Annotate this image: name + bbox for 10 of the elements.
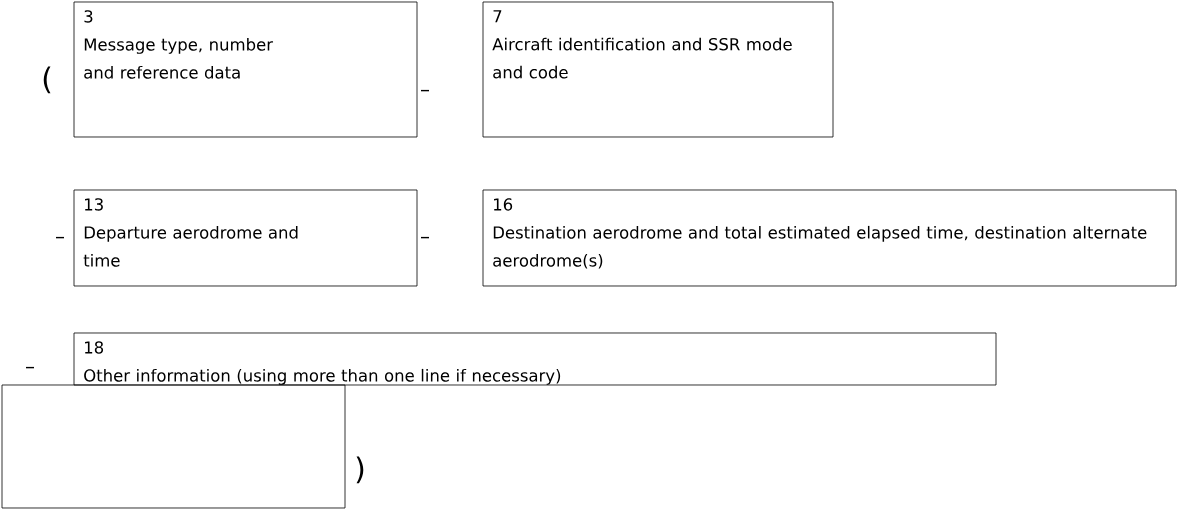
field-box: 16 Destination aerodrome and total estimated elapsed time, destination alternate aerodrome(s) xyxy=(482,189,1177,287)
separator-sign: – xyxy=(26,366,35,369)
separator-sign: ) xyxy=(356,456,364,484)
separator-sign: – xyxy=(421,236,430,239)
field-box: 13 Departure aerodrome and time xyxy=(73,189,418,287)
field-box: 7 Aircraft identification and SSR mode and code xyxy=(482,1,834,138)
field-box: 18 Other information (using more than one line if necessary) xyxy=(73,332,997,386)
field-box: 3 Message type, number and reference data xyxy=(73,1,418,138)
empty-box xyxy=(1,384,346,509)
separator-sign: – xyxy=(421,89,430,92)
